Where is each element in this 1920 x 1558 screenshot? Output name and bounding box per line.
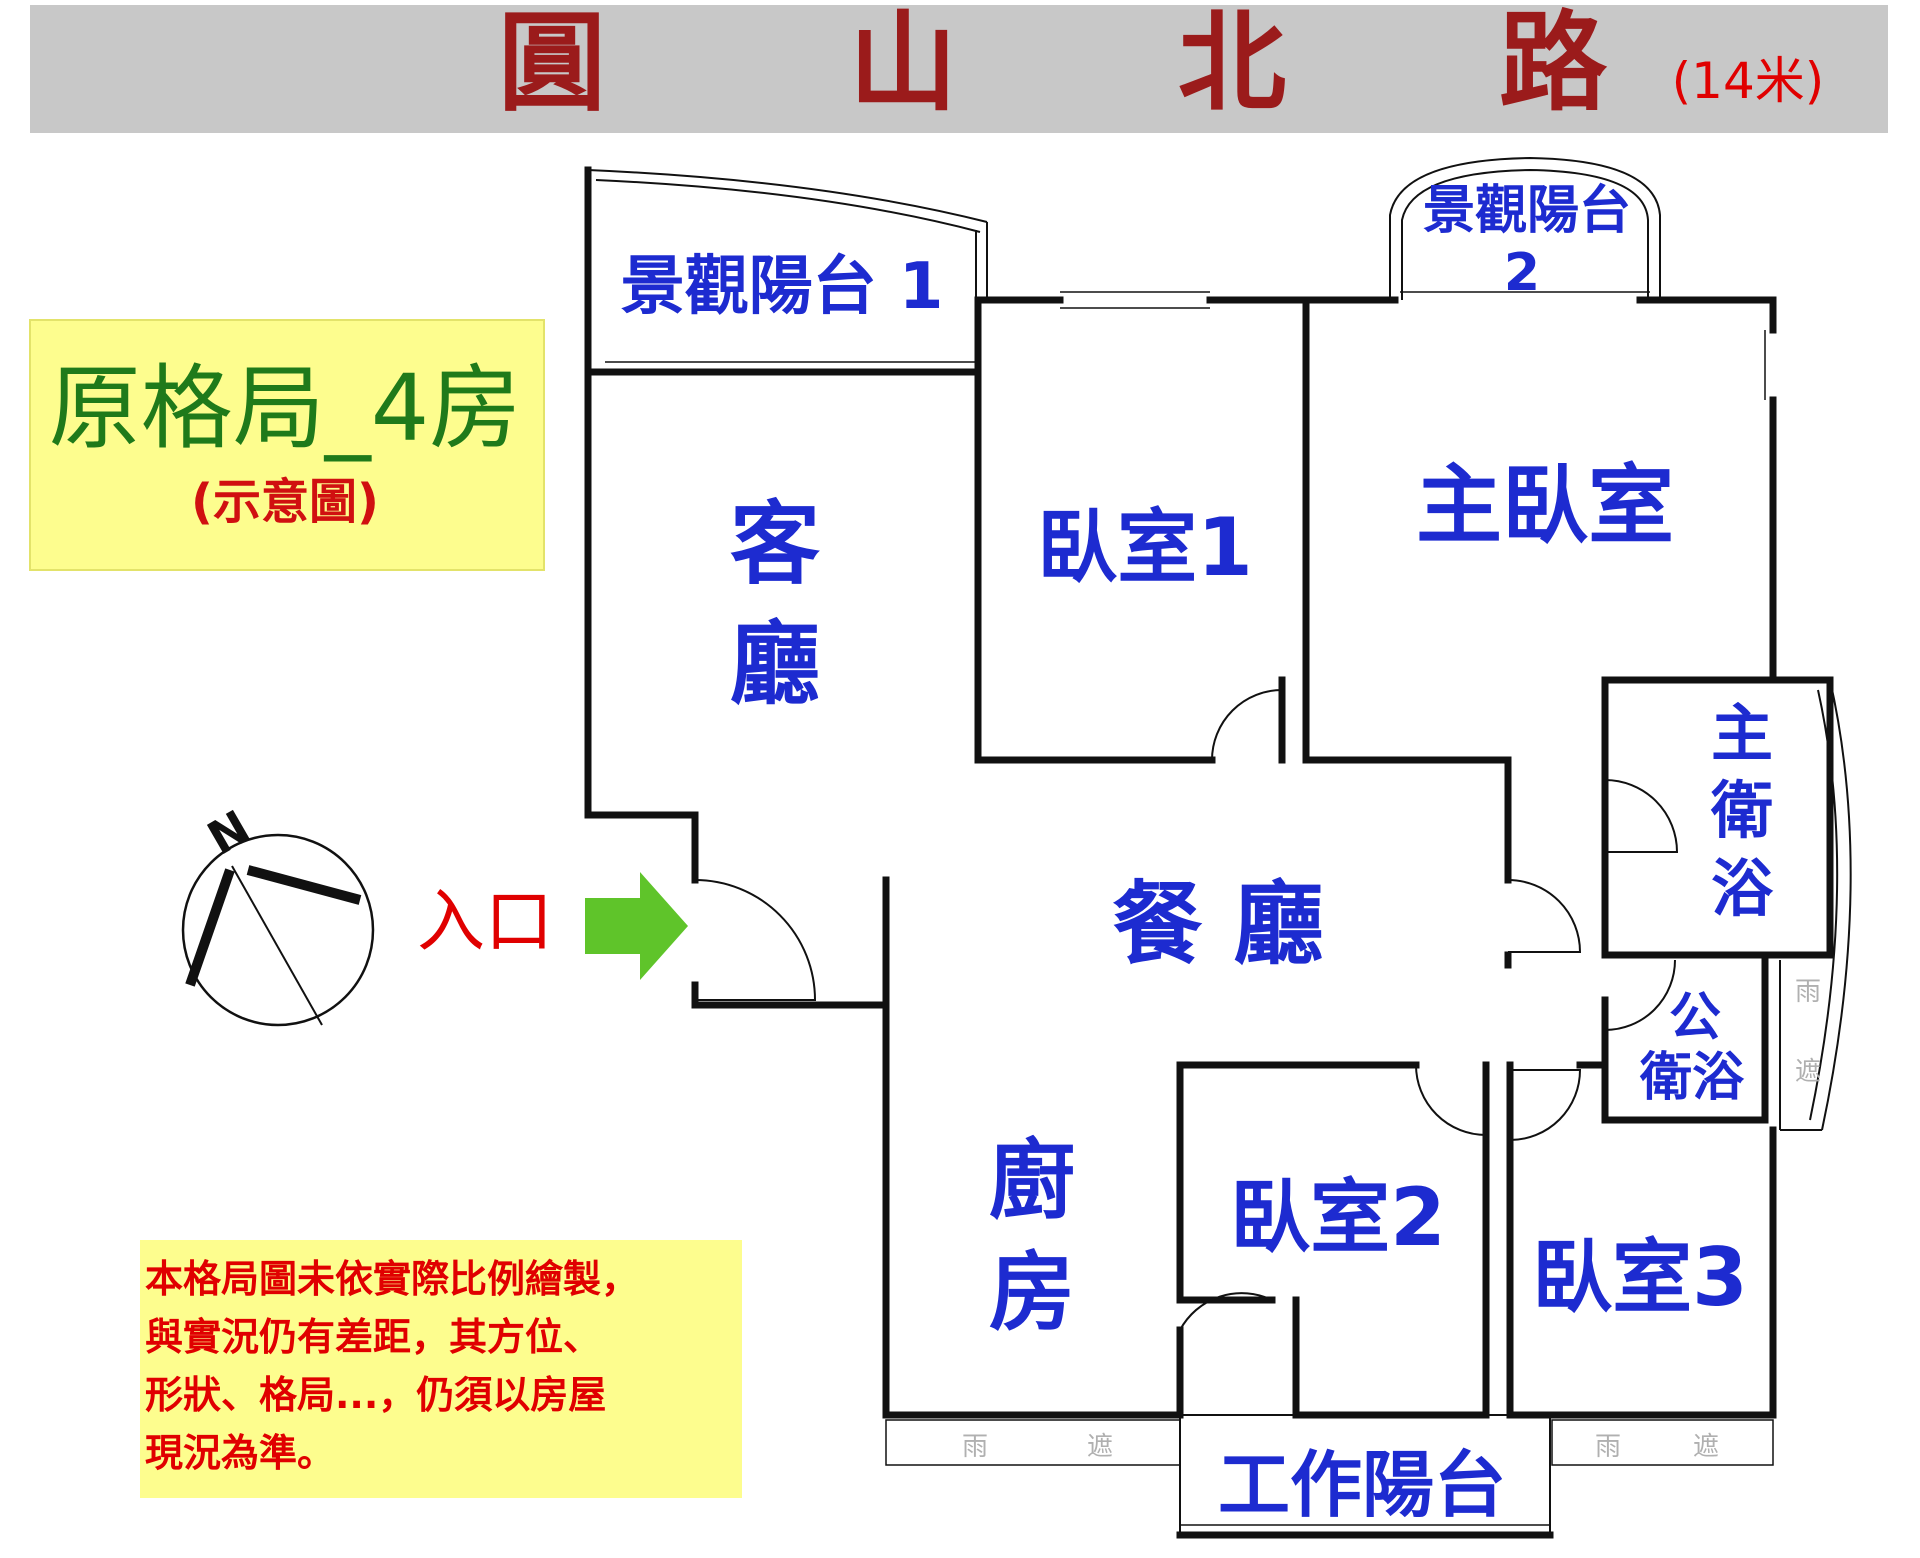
- room-label-dining: 餐 廳: [1112, 872, 1323, 977]
- layout-title-box: [29, 319, 545, 571]
- room-label-living-1: 客: [730, 492, 820, 597]
- disclaimer-line-2: 與實況仍有差距，其方位、: [145, 1315, 601, 1359]
- rain-shelter-label-b-2: 遮: [1693, 1432, 1719, 1462]
- rain-shelter-label-a-3: 雨: [1795, 977, 1821, 1007]
- room-label-master-bath-1: 主: [1711, 697, 1773, 770]
- rain-shelter-label-a-1: 雨: [962, 1432, 988, 1462]
- room-label-public-bath-2: 衛浴: [1639, 1048, 1745, 1108]
- disclaimer-box: [140, 1240, 742, 1498]
- room-label-kitchen-2: 房: [989, 1243, 1075, 1343]
- room-label-balcony-2-line-1: 景觀陽台: [1423, 181, 1631, 241]
- room-label-balcony-1: 景觀陽台 1: [621, 250, 944, 324]
- road-name-char-4: 路: [1499, 1, 1608, 126]
- road-name-char-1: 圓: [498, 1, 606, 126]
- disclaimer-line-3: 形狀、格局...，仍須以房屋: [145, 1373, 606, 1417]
- room-label-bedroom-2: 臥室2: [1230, 1171, 1446, 1264]
- room-label-master-bath-3: 浴: [1711, 852, 1774, 925]
- room-label-public-bath-1: 公: [1669, 988, 1721, 1048]
- rain-shelter-label-a-2: 雨: [1595, 1432, 1621, 1462]
- road-name-char-3: 北: [1178, 1, 1286, 126]
- compass: N: [181, 800, 375, 1027]
- room-label-master-bath-2: 衛: [1710, 774, 1773, 847]
- compass-north-label: N: [199, 800, 259, 866]
- road-width: (14米): [1672, 52, 1825, 110]
- road-bar: [30, 5, 1888, 133]
- rain-shelter-label-b-3: 遮: [1795, 1057, 1821, 1087]
- disclaimer-line-4: 現況為準。: [145, 1431, 335, 1475]
- layout-title: 原格局_4房: [49, 355, 522, 462]
- room-label-balcony-2-line-2: 2: [1504, 243, 1540, 303]
- road-name-char-2: 山: [849, 1, 957, 126]
- entrance-label: 入口: [417, 883, 553, 962]
- entrance-arrow-icon: [585, 872, 688, 980]
- room-label-master-bedroom: 主臥室: [1416, 456, 1674, 556]
- rain-shelter-label-b-1: 遮: [1087, 1432, 1113, 1462]
- room-label-living-2: 廳: [730, 612, 820, 717]
- disclaimer-line-1: 本格局圖未依實際比例繪製，: [145, 1257, 639, 1301]
- room-label-kitchen-1: 廚: [989, 1131, 1075, 1231]
- room-label-bedroom-1: 臥室1: [1037, 501, 1253, 594]
- layout-subtitle: (示意圖): [191, 474, 379, 530]
- room-label-work-balcony: 工作陽台: [1218, 1443, 1506, 1527]
- room-label-bedroom-3: 臥室3: [1532, 1231, 1748, 1324]
